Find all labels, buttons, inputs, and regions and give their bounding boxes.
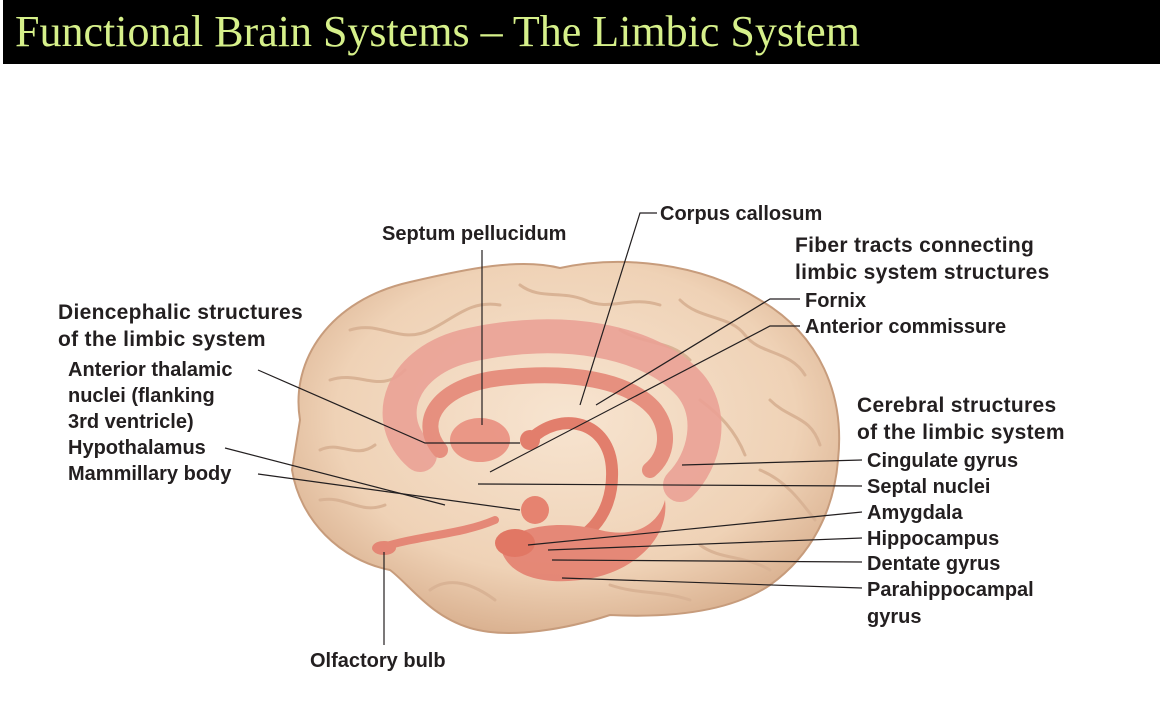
anterior-thalamic-node xyxy=(520,430,540,450)
leader-anterior-thalamic xyxy=(257,369,520,444)
leader-parahippocampal xyxy=(561,577,863,589)
label-cerebral-header-line2: of the limbic system xyxy=(857,421,1065,444)
leader-hypothalamus xyxy=(224,447,446,506)
label-anterior-thalamic-line3: 3rd ventricle) xyxy=(68,411,194,433)
leader-septal-nuclei xyxy=(477,483,863,487)
corpus-callosum-arc xyxy=(422,367,673,478)
leader-dentate xyxy=(551,559,863,563)
page-title: Functional Brain Systems – The Limbic Sy… xyxy=(15,7,860,56)
leader-anterior-commissure xyxy=(489,325,800,473)
label-diencephalic-header-line2: of the limbic system xyxy=(58,328,266,351)
leader-lines xyxy=(224,212,863,645)
label-septal-nuclei: Septal nuclei xyxy=(867,476,991,498)
label-parahippocampal-line1: Parahippocampal xyxy=(867,579,1034,601)
septum-region xyxy=(450,418,510,462)
label-parahippocampal-line2: gyrus xyxy=(867,606,922,628)
title-bar: Functional Brain Systems – The Limbic Sy… xyxy=(3,0,1160,64)
label-cerebral-header-line1: Cerebral structures xyxy=(857,394,1057,417)
label-dentate-gyrus: Dentate gyrus xyxy=(867,553,1001,575)
label-fornix: Fornix xyxy=(805,290,867,312)
label-mammillary-body: Mammillary body xyxy=(68,463,232,485)
label-anterior-commissure: Anterior commissure xyxy=(805,316,1007,338)
cingulate-arc xyxy=(382,319,722,502)
label-septum-pellucidum: Septum pellucidum xyxy=(382,223,567,245)
olfactory-bulb-node xyxy=(372,541,396,555)
label-hypothalamus: Hypothalamus xyxy=(68,437,206,459)
leader-corpus-callosum xyxy=(579,212,657,406)
label-amygdala: Amygdala xyxy=(867,502,963,524)
label-olfactory-bulb: Olfactory bulb xyxy=(310,650,446,672)
label-anterior-thalamic-line1: Anterior thalamic xyxy=(68,359,233,381)
amygdala-node xyxy=(495,529,535,557)
label-cingulate-gyrus: Cingulate gyrus xyxy=(867,450,1019,472)
leader-mammillary xyxy=(257,473,521,511)
label-corpus-callosum: Corpus callosum xyxy=(660,203,823,225)
label-fiber-tracts-header-line1: Fiber tracts connecting xyxy=(795,234,1035,257)
label-fiber-tracts-header-line2: limbic system structures xyxy=(795,261,1050,284)
leader-cingulate xyxy=(681,459,863,466)
leader-fornix xyxy=(595,298,800,406)
mammillary-node xyxy=(521,496,549,524)
label-hippocampus: Hippocampus xyxy=(867,528,1000,550)
label-anterior-thalamic-line2: nuclei (flanking xyxy=(68,385,215,407)
leader-amygdala xyxy=(527,511,863,546)
leader-hippocampus xyxy=(547,537,863,551)
label-diencephalic-header-line1: Diencephalic structures xyxy=(58,301,303,324)
